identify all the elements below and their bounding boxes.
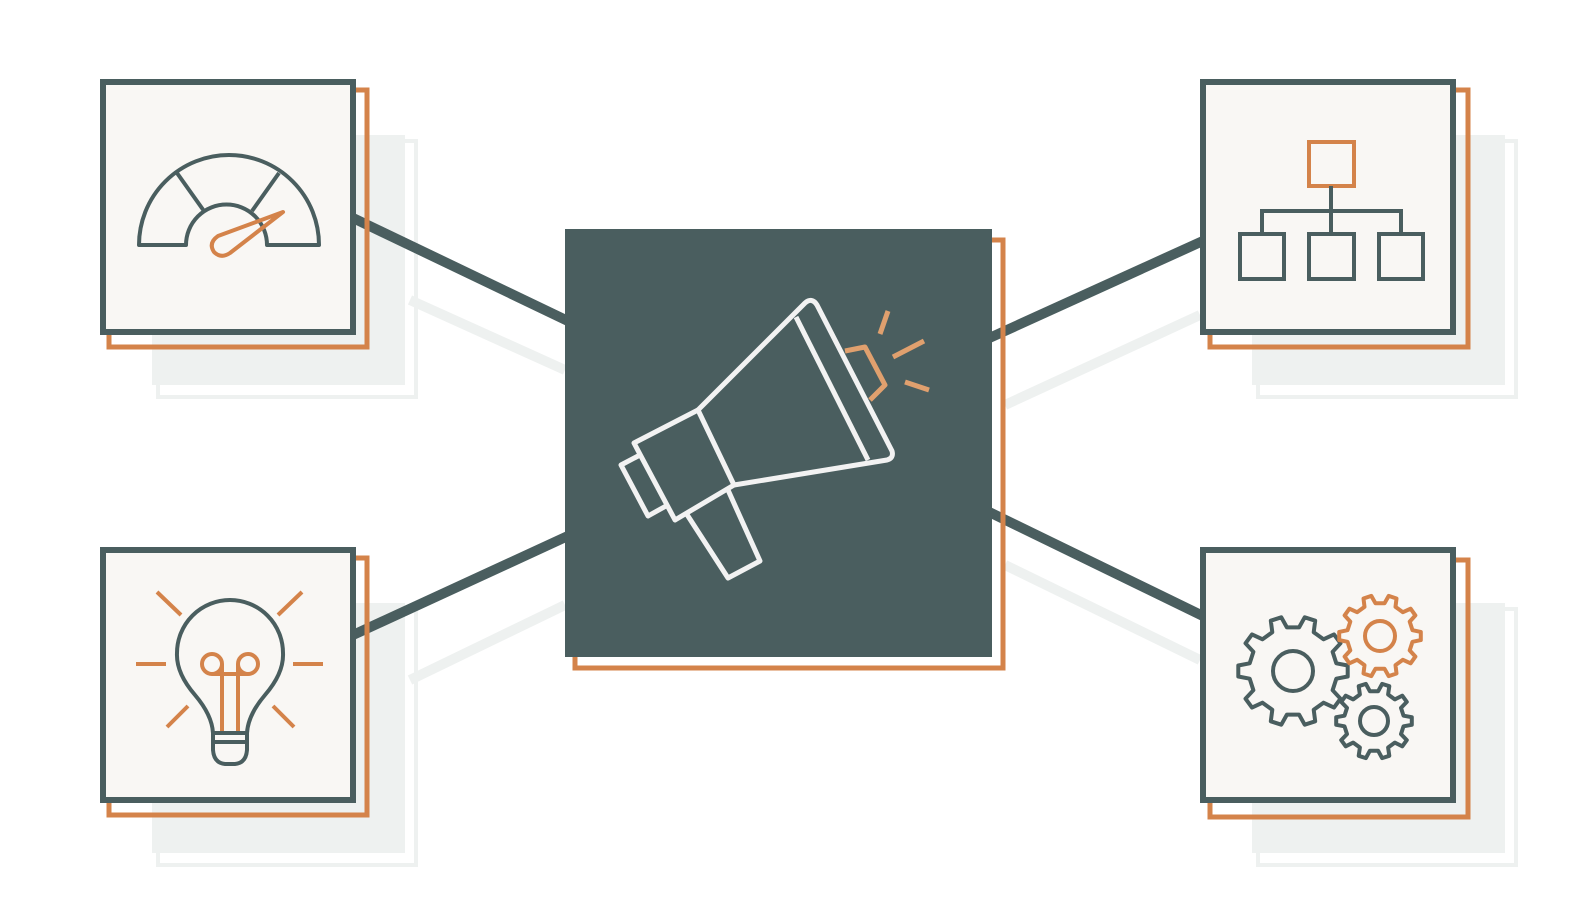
small-gear-icon bbox=[1334, 681, 1414, 761]
lightbulb-icon bbox=[174, 598, 286, 766]
node-top-left bbox=[100, 79, 370, 350]
node-bottom-left bbox=[100, 547, 370, 818]
gears-icon bbox=[1236, 593, 1423, 761]
shadow-connector bbox=[1002, 310, 1203, 410]
org-chart-child bbox=[1238, 232, 1286, 281]
shadow-connector bbox=[407, 295, 568, 375]
connector-bottom-right bbox=[982, 505, 1208, 622]
shadow-connector bbox=[407, 600, 568, 685]
small-gear-hub bbox=[1358, 705, 1390, 737]
lightbulb-rays-icon bbox=[136, 590, 323, 729]
connectors bbox=[350, 213, 1208, 640]
org-chart-child bbox=[1307, 232, 1356, 281]
node-box bbox=[1200, 547, 1456, 803]
node-box bbox=[1200, 79, 1456, 335]
speedometer-icon bbox=[137, 153, 321, 247]
center-node-box bbox=[565, 229, 992, 657]
orange-gear-hub bbox=[1363, 619, 1397, 653]
speedometer-needle-icon bbox=[209, 210, 285, 258]
org-chart-child bbox=[1377, 232, 1425, 281]
center-node bbox=[565, 229, 1006, 671]
node-top-right bbox=[1200, 79, 1471, 350]
connector-top-left bbox=[350, 213, 573, 327]
connector-bottom-left bbox=[350, 530, 573, 640]
node-bottom-right bbox=[1200, 547, 1471, 820]
lightbulb-filament-icon bbox=[200, 652, 260, 731]
shadow-connector bbox=[1002, 560, 1203, 665]
connector-top-right bbox=[982, 235, 1208, 345]
large-gear-hub bbox=[1271, 649, 1315, 693]
org-chart-icon bbox=[1238, 140, 1425, 281]
large-gear-icon bbox=[1236, 615, 1350, 727]
megaphone-icon bbox=[618, 297, 895, 581]
node-box bbox=[100, 79, 356, 335]
small-gear-orange-icon bbox=[1337, 593, 1423, 679]
megaphone-sound-icon bbox=[844, 310, 930, 402]
